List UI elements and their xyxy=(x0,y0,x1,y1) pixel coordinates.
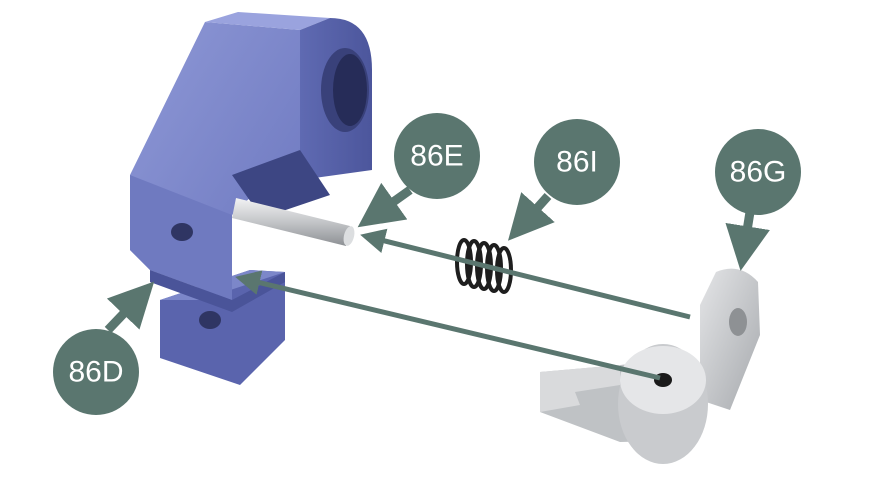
arrow-lever-to-pin xyxy=(360,228,691,320)
callout-86I: 86I xyxy=(507,119,620,241)
callout-86G: 86G xyxy=(715,129,801,271)
callout-86E: 86E xyxy=(357,113,480,228)
arrow-hub-to-bracket xyxy=(235,270,661,381)
callout-86D: 86D xyxy=(53,281,155,415)
assembly-arrows xyxy=(235,228,691,381)
pin-86E xyxy=(232,198,355,246)
callout-86D-label: 86D xyxy=(68,356,123,389)
callout-86G-label: 86G xyxy=(730,156,787,189)
lever-86G xyxy=(540,268,760,464)
bracket-86D xyxy=(130,12,372,385)
callout-86E-label: 86E xyxy=(410,140,463,173)
callout-86I-label: 86I xyxy=(556,146,598,179)
